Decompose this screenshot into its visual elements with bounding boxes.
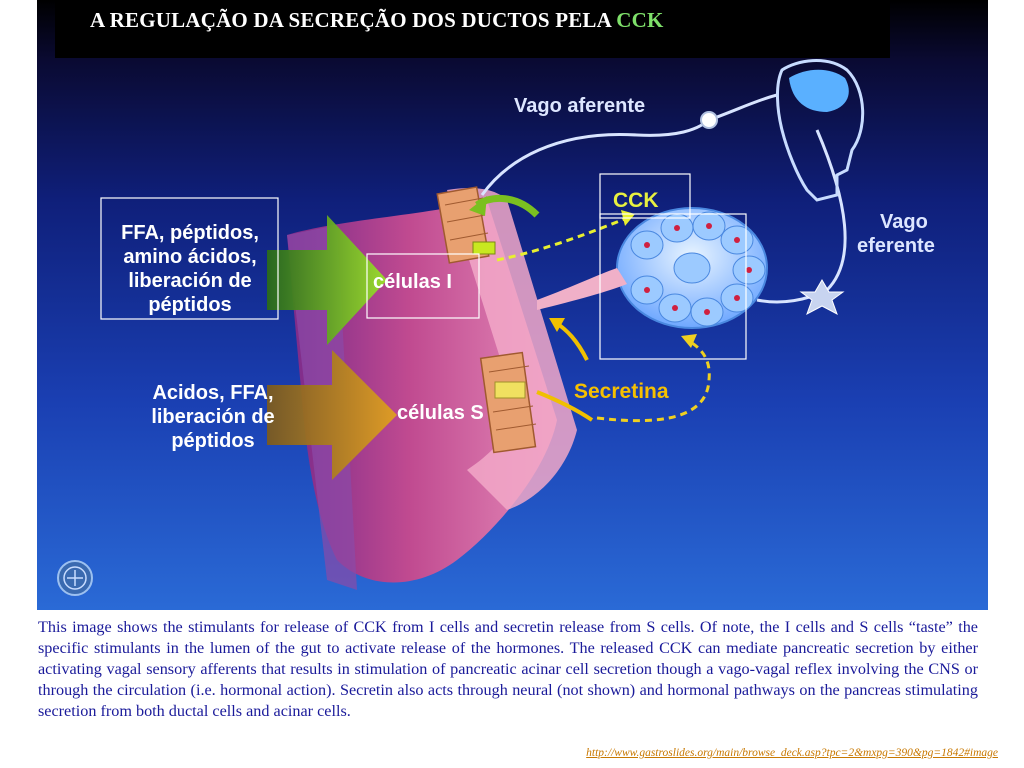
label-vago-eferente-2: eferente [857, 235, 935, 257]
label-celulas-i: células I [373, 271, 452, 293]
frame-cck [599, 173, 691, 219]
cck-release-arrowhead [469, 196, 487, 216]
label-stim-i-1: FFA, péptidos, [121, 222, 259, 244]
frame-acinus [599, 213, 747, 360]
s-cells [479, 351, 537, 454]
label-vago-eferente-1: Vago [880, 211, 928, 233]
source-link[interactable]: http://www.gastroslides.org/main/browse_… [586, 747, 998, 759]
frame-stim-i [100, 197, 279, 320]
agafa-logo-icon [57, 560, 93, 596]
caption-text: This image shows the stimulants for rele… [38, 618, 978, 720]
diagram-figure: A REGULAÇÃO DA SECREÇÃO DOS DUCTOS PELA … [37, 0, 988, 610]
frame-celulas-i [366, 253, 480, 319]
title-accent: CCK [616, 8, 664, 32]
label-stim-s-2: liberación de [151, 406, 274, 428]
pancreatic-acinus [537, 207, 768, 329]
label-stim-i-4: péptidos [148, 294, 231, 316]
label-stim-s-1: Acidos, FFA, [152, 382, 273, 404]
label-cck: CCK [613, 189, 659, 212]
label-celulas-s: células S [397, 402, 484, 424]
title-bar: A REGULAÇÃO DA SECREÇÃO DOS DUCTOS PELA … [55, 0, 890, 58]
secretin-arrow-down [536, 390, 594, 422]
slide-title: A REGULAÇÃO DA SECREÇÃO DOS DUCTOS PELA … [90, 8, 664, 33]
label-stim-s-3: péptidos [171, 430, 254, 452]
cck-circulation-arrow [496, 216, 628, 262]
label-secretina: Secretina [574, 380, 669, 403]
secretin-arrowhead-up [549, 318, 565, 332]
efferent-ganglion-icon [799, 279, 845, 316]
afferent-ganglion-icon [700, 111, 718, 129]
title-main: A REGULAÇÃO DA SECREÇÃO DOS DUCTOS PELA [90, 8, 617, 32]
label-vago-aferente: Vago aferente [514, 95, 645, 117]
secretin-dashed-arrowhead [681, 334, 697, 348]
secretin-arrow-up [553, 320, 589, 361]
stimulant-arrow-s [267, 350, 397, 480]
secretin-dashed-arrow [596, 338, 711, 423]
label-stim-i-3: liberación de [128, 270, 251, 292]
stimulant-arrow-i [267, 215, 387, 345]
diagram-svg: Vago aferente Vago eferente CCK células … [57, 59, 935, 596]
cns-head-icon [776, 59, 865, 202]
label-stim-i-2: amino ácidos, [123, 246, 256, 268]
